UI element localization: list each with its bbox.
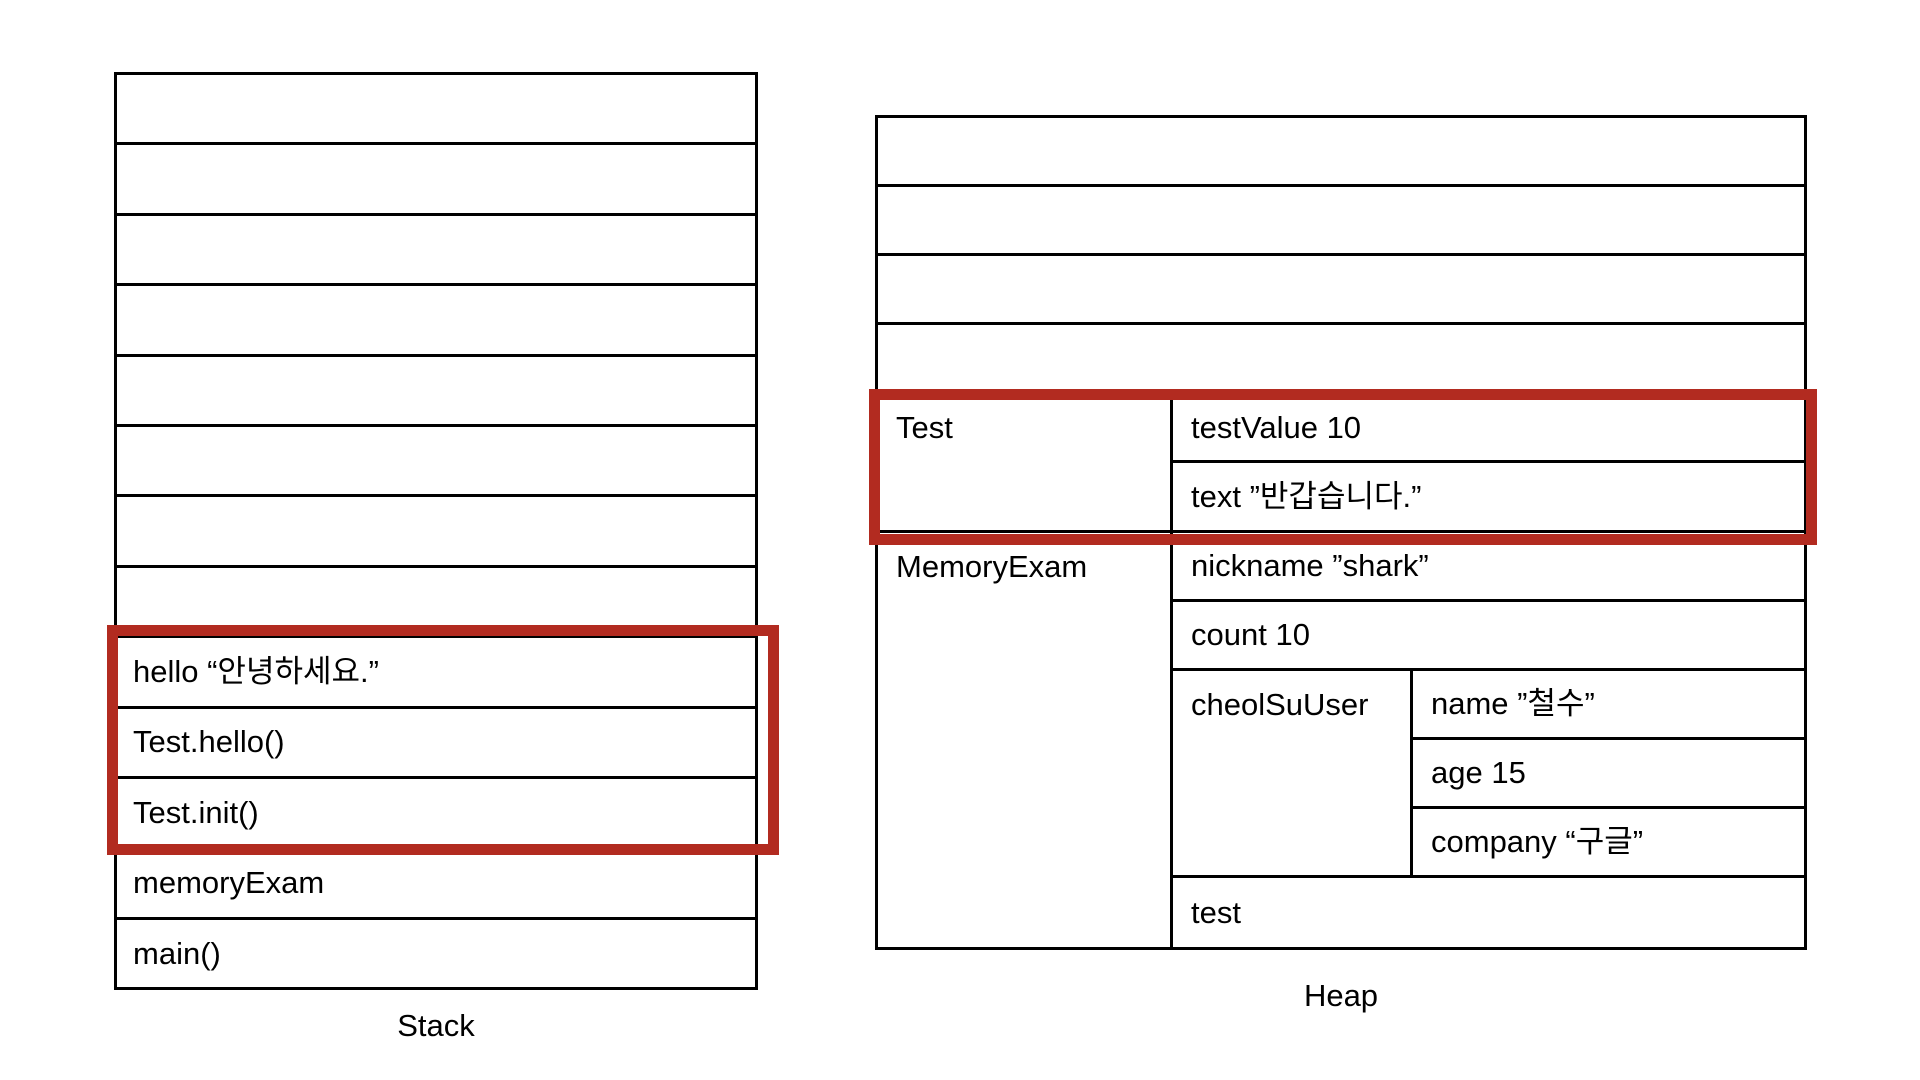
stack-row-empty — [117, 286, 755, 357]
heap-object-test-name: Test — [878, 394, 1173, 533]
heap-row-empty — [878, 325, 1804, 395]
heap-row-empty — [878, 118, 1804, 188]
stack-row-empty — [117, 145, 755, 216]
stack-row-empty — [117, 497, 755, 568]
stack-row-empty — [117, 357, 755, 427]
heap-field-company: company “구글” — [1413, 809, 1804, 878]
heap-object-cheolsuuser-name: cheolSuUser — [1173, 670, 1413, 878]
heap-field-age: age 15 — [1413, 740, 1804, 809]
stack-row-empty — [117, 75, 755, 146]
heap-field-name: name ”철수” — [1413, 671, 1804, 740]
stack-row-empty — [117, 568, 755, 639]
stack-row-memoryexam: memoryExam — [117, 849, 755, 920]
heap-field-testvalue: testValue 10 — [1173, 394, 1804, 464]
heap-row-empty — [878, 187, 1804, 257]
stack-caption: Stack — [397, 1008, 475, 1043]
stack-highlight-box — [107, 625, 779, 855]
heap-object-memoryexam-name: MemoryExam — [878, 532, 1173, 947]
stack-row-test-hello: Test.hello() — [117, 709, 755, 779]
heap-caption: Heap — [1303, 978, 1379, 1013]
heap-field-text: text ”반갑습니다.” — [1173, 463, 1804, 533]
stack-row-empty — [117, 216, 755, 287]
heap-field-count: count 10 — [1173, 602, 1804, 671]
stack-row-empty — [117, 427, 755, 498]
stack-row-hello: hello “안녕하세요.” — [117, 638, 755, 709]
stack-row-main: main() — [133, 935, 221, 971]
heap-field-test-ref: test — [1191, 894, 1241, 930]
heap-row-empty — [878, 256, 1804, 326]
heap-highlight-box — [869, 389, 1817, 545]
heap-table: Test testValue 10 text ”반갑습니다.” MemoryEx… — [875, 115, 1807, 950]
heap-field-nickname: nickname ”shark” — [1173, 533, 1804, 602]
